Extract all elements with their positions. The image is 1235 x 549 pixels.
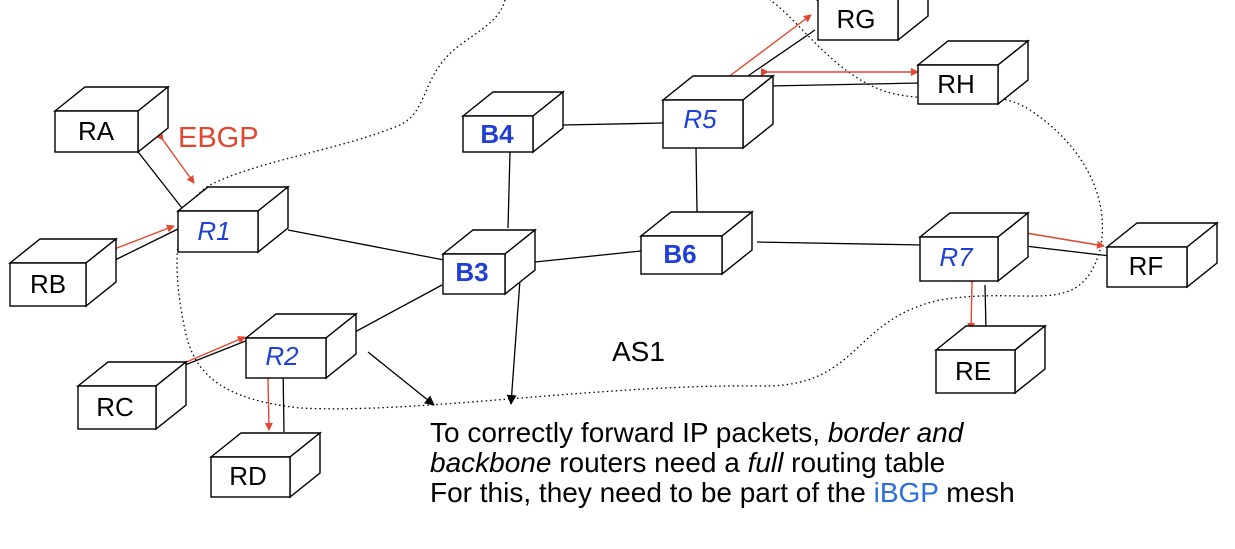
router-rd: RD	[209, 431, 322, 499]
router-b6: B6	[639, 210, 754, 276]
router-ra-label: RA	[78, 116, 115, 146]
ibgp-highlight: iBGP	[873, 477, 939, 508]
router-r5-label: R5	[683, 104, 717, 134]
caption-line-1: To correctly forward IP packets, border …	[430, 417, 964, 448]
router-rb-label: RB	[30, 269, 66, 299]
caption: To correctly forward IP packets, border …	[430, 418, 1150, 508]
router-r2-label: R2	[265, 341, 299, 371]
router-r7: R7	[918, 211, 1030, 283]
router-rc-label: RC	[96, 392, 134, 422]
caption-line-2: backbone routers need a full routing tab…	[430, 447, 946, 478]
router-rf-label: RF	[1129, 251, 1164, 281]
router-r1: R1	[176, 185, 290, 254]
as1-label: AS1	[612, 336, 665, 367]
router-rf: RF	[1105, 221, 1219, 289]
router-b3: B3	[441, 228, 537, 296]
router-rc: RC	[76, 360, 188, 431]
router-r1-label: R1	[197, 216, 230, 246]
router-rb: RB	[8, 237, 118, 308]
caption-line-3: For this, they need to be part of the iB…	[430, 477, 1015, 508]
router-rh-label: RH	[937, 69, 975, 99]
router-re-label: RE	[955, 356, 991, 386]
router-b3-label: B3	[455, 257, 488, 287]
router-r5: R5	[661, 74, 775, 150]
router-rg: RG	[816, 0, 929, 42]
ebgp-label: EBGP	[178, 122, 259, 154]
router-r2: R2	[244, 312, 358, 380]
router-rh: RH	[916, 39, 1030, 106]
router-ra: RA	[53, 85, 170, 154]
router-re: RE	[934, 324, 1047, 395]
router-rg-label: RG	[837, 4, 876, 34]
router-b4: B4	[461, 90, 565, 154]
caption-pointers	[367, 279, 521, 406]
ebgp-sessions	[109, 14, 1105, 431]
router-b4-label: B4	[480, 119, 514, 149]
router-rd-label: RD	[229, 461, 267, 491]
router-r7-label: R7	[939, 242, 974, 272]
router-b6-label: B6	[663, 239, 696, 269]
